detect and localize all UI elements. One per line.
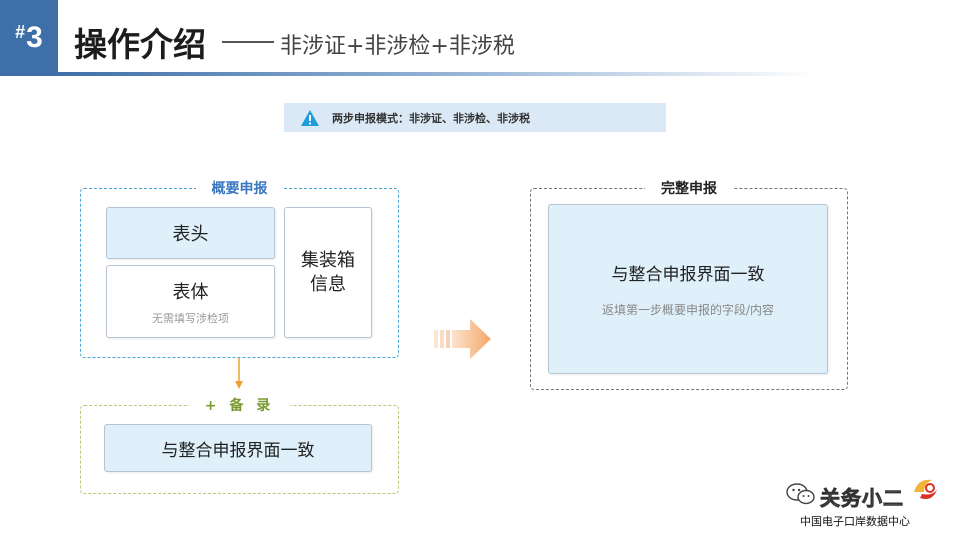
container-info-line1: 集装箱	[301, 249, 355, 271]
watermark-subtitle: 中国电子口岸数据中心	[800, 515, 910, 528]
down-arrow-icon	[235, 358, 243, 389]
section-number: 3	[26, 21, 43, 54]
warning-icon	[301, 109, 319, 126]
title-underline	[58, 72, 818, 76]
summary-declaration-group: 概要申报	[80, 178, 399, 358]
hash-symbol: #	[15, 21, 26, 42]
watermark-name: 关务小二	[820, 486, 904, 511]
logo-seal-icon	[914, 479, 937, 499]
full-declaration-group: 完整申报	[530, 178, 848, 390]
container-info-card: 集装箱 信息	[284, 207, 372, 338]
header-card: 表头	[106, 207, 275, 259]
notice-text: 两步申报模式：非涉证、非涉检、非涉税	[332, 111, 530, 125]
title-dash	[222, 41, 274, 43]
mode-notice-banner: 两步申报模式：非涉证、非涉检、非涉税	[284, 103, 666, 132]
page-subtitle: 非涉证+非涉检+非涉税	[280, 34, 515, 59]
record-group: + 备 录	[80, 395, 399, 494]
full-declaration-label: 完整申报	[645, 178, 733, 198]
section-number-badge: #3	[0, 0, 58, 76]
full-declaration-main-text: 与整合申报界面一致	[611, 265, 765, 285]
body-card: 表体 无需填写涉检项	[106, 265, 275, 338]
full-declaration-note: 返填第一步概要申报的字段/内容	[601, 303, 775, 317]
record-card-label: 与整合申报界面一致	[161, 440, 315, 461]
record-card: 与整合申报界面一致	[104, 424, 372, 472]
container-info-line2: 信息	[310, 273, 346, 295]
right-arrow-icon	[434, 319, 491, 359]
full-declaration-card: 与整合申报界面一致 返填第一步概要申报的字段/内容	[548, 204, 828, 374]
record-label: + 备 录	[188, 395, 291, 415]
summary-declaration-label: 概要申报	[195, 178, 284, 198]
watermark: 关务小二 中国电子口岸数据中心	[786, 479, 956, 536]
wechat-icon	[786, 483, 815, 505]
body-card-label: 表体	[172, 281, 209, 303]
header-card-label: 表头	[172, 224, 209, 245]
body-card-note: 无需填写涉检项	[152, 311, 229, 325]
page-title: 操作介绍	[74, 25, 206, 64]
